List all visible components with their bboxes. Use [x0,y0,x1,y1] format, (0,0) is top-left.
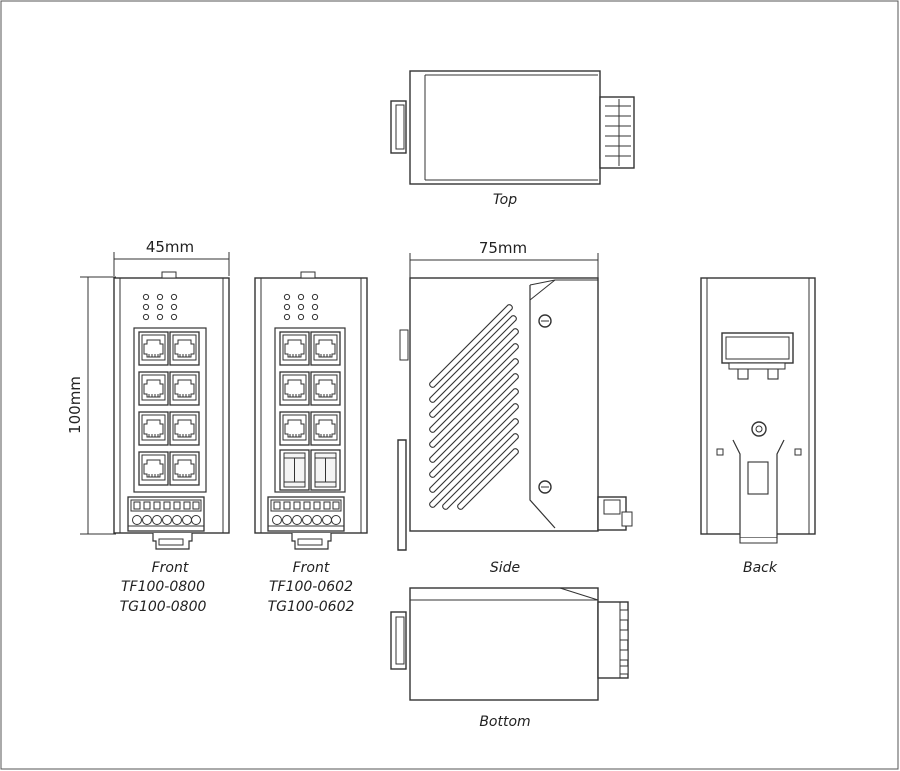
width-dimension-label: 45mm [146,238,194,256]
top-view-label: Top [493,192,517,208]
front2-model1: TF100-0602 [269,579,353,595]
width-dimension [113,252,230,276]
side-view-label: Side [490,560,520,576]
front1-title: Front [152,560,189,576]
front2-title: Front [293,560,330,576]
bottom-view-label: Bottom [479,714,530,730]
front-view-tf100-0800 [113,271,230,550]
front-view-tf100-0602 [254,271,368,550]
top-view [390,70,635,185]
bottom-view [390,587,629,701]
depth-dimension-label: 75mm [479,239,527,257]
back-view [700,277,816,544]
back-view-label: Back [743,560,778,576]
front1-model2: TG100-0800 [120,599,207,615]
front2-model2: TG100-0602 [268,599,355,615]
height-dimension [80,276,116,535]
height-dimension-label: 100mm [66,376,84,434]
front1-model1: TF100-0800 [121,579,205,595]
depth-dimension [409,253,599,279]
side-view [397,277,633,551]
